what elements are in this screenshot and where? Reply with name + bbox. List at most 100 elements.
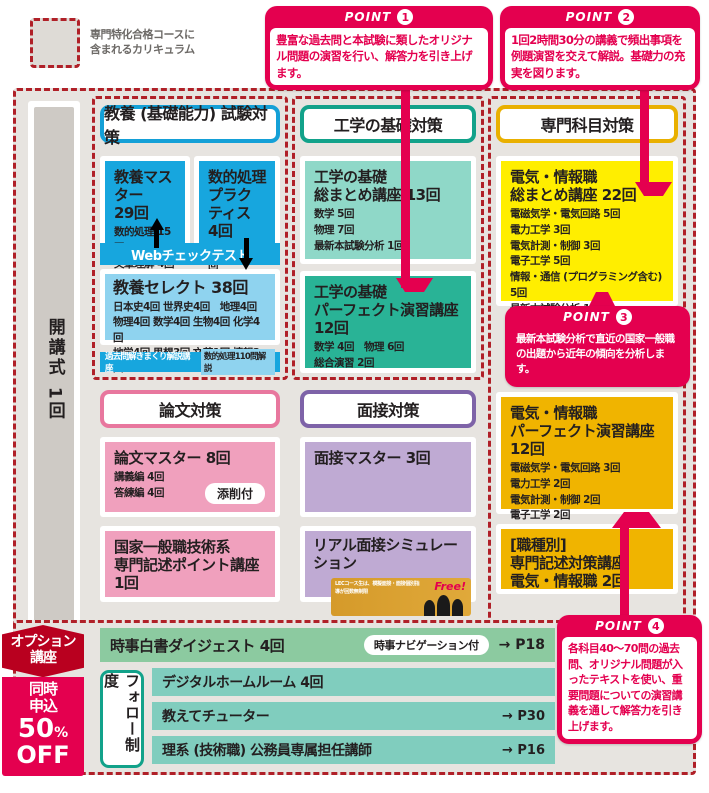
ronbun-card-1-subs: 講義編 4回 答練編 4回 <box>114 471 164 499</box>
senmon-card-1-inner: 電気・情報職 総まとめ講座 22回 電磁気学・電気回路 5回 電力工学 3回 電… <box>501 161 673 315</box>
jiji-digest-bar: 時事白書ダイジェスト 4回 時事ナビゲーション付 → P18 <box>100 628 555 662</box>
kogaku-card-2-title-1: 工学の基礎 <box>314 283 387 301</box>
senmon-card-2[interactable]: 電気・情報職 パーフェクト演習講座 12回 電磁気学・電気回路 3回 電力工学 … <box>496 392 678 553</box>
option-badge-off: OFF <box>16 740 70 769</box>
point-callout-1: POINT 1 豊富な過去問と本試験に類したオリジナル問題の演習を行い、解答力を… <box>265 6 493 90</box>
kogaku-card-1-subs: 数学 5回 物理 7回 最新本試験分析 1回 <box>314 208 404 252</box>
point4-label: POINT <box>595 619 642 633</box>
follow-row-1-bar: デジタルホームルーム 4回 <box>152 668 555 696</box>
legend-line1: 専門特化合格コースに <box>90 28 195 42</box>
point2-arrowhead <box>635 182 672 196</box>
jiji-navigation-pill: 時事ナビゲーション付 <box>363 635 489 655</box>
point2-header: POINT 2 <box>500 6 700 28</box>
senmon-card-3-title-3: 電気・情報職 2回 <box>510 572 627 590</box>
option-badge-line1: 同時 <box>28 680 58 699</box>
kyoyo-practice-inner: 数的処理 プラクティス 4回 数的処理 4回 <box>199 161 275 272</box>
kogaku-card-1[interactable]: 工学の基礎 総まとめ講座 13回 数学 5回 物理 7回 最新本試験分析 1回 <box>300 156 476 264</box>
point2-connector <box>640 78 649 188</box>
point4-connector <box>620 520 629 620</box>
ronbun-card-1[interactable]: 論文マスター 8回 講義編 4回 答練編 4回 添削付 <box>100 437 280 517</box>
legend: 専門特化合格コースに 含まれるカリキュラム <box>30 18 195 68</box>
option-badge-hex-line1: オプション <box>10 634 77 650</box>
point2-number: 2 <box>618 9 635 25</box>
mensetsu-card-2[interactable]: リアル面接シミュレーション LECコース生は、模擬面接・面接個別指導が回数無制限… <box>300 526 476 616</box>
point-callout-4: POINT 4 各科目40～70問の過去問、オリジナル問題が入ったテキストを使い… <box>557 615 702 744</box>
senmon-card-1[interactable]: 電気・情報職 総まとめ講座 22回 電磁気学・電気回路 5回 電力工学 3回 電… <box>496 156 678 315</box>
senmon-heading: 専門科目対策 <box>496 105 678 143</box>
ronbun-card-2[interactable]: 国家一般職技術系 専門記述ポイント講座 1回 <box>100 526 280 602</box>
follow-row-3[interactable]: 理系 (技術職) 公務員専属担任講師 → P16 <box>152 736 555 764</box>
option-badge-hex: オプション 講座 <box>2 625 84 678</box>
kyoyo-master-title-2: 29回 <box>114 204 149 222</box>
follow-row-1-title: デジタルホームルーム 4回 <box>162 675 324 691</box>
point1-body: 豊富な過去問と本試験に類したオリジナル問題の演習を行い、解答力を引き上げます。 <box>270 28 488 85</box>
senmon-card-3-title-1: [職種別] <box>510 536 567 554</box>
follow-row-1[interactable]: デジタルホームルーム 4回 <box>152 668 555 696</box>
follow-row-2-title: 教えてチューター <box>162 709 270 725</box>
kogaku-card-1-inner: 工学の基礎 総まとめ講座 13回 数学 5回 物理 7回 最新本試験分析 1回 <box>305 161 471 259</box>
senmon-card-3-inner: [職種別] 専門記述対策講座 電気・情報職 2回 <box>501 529 673 590</box>
tensaku-badge: 添削付 <box>204 483 265 504</box>
kyoyo-select-card[interactable]: 教養セレクト 38回 日本史4回 世界史4回 地理4回 物理4回 数学4回 生物… <box>100 269 280 374</box>
mensetsu-card-1-inner: 面接マスター 3回 <box>305 442 471 512</box>
follow-row-3-page: → P16 <box>501 742 545 758</box>
senmon-card-2-title-2: パーフェクト演習講座 <box>510 422 655 440</box>
kyoyo-master-inner: 教養マスター 29回 数的処理 15回 文章理解 4回 社会科学 10回 <box>105 161 185 301</box>
legend-text: 専門特化合格コースに 含まれるカリキュラム <box>90 28 195 58</box>
free-banner-label: Free! <box>434 580 466 593</box>
option-discount-badge: オプション 講座 同時 申込 50% OFF <box>2 625 84 777</box>
web-check-test-bar[interactable]: Webチェックテスト <box>100 243 280 265</box>
kyoyo-practice-title-3: 4回 <box>208 222 233 240</box>
follow-row-3-bar: 理系 (技術職) 公務員専属担任講師 → P16 <box>152 736 555 764</box>
kogaku-card-2-inner: 工学の基礎 パーフェクト演習講座 12回 数学 4回 物理 6回 総合演習 2回 <box>305 276 471 369</box>
kogaku-card-2-title-3: 12回 <box>314 319 349 337</box>
follow-row-2[interactable]: 教えてチューター → P30 <box>152 702 555 730</box>
arrow-down-icon <box>239 258 253 270</box>
senmon-card-3[interactable]: [職種別] 専門記述対策講座 電気・情報職 2回 <box>496 524 678 594</box>
people-silhouette-icon <box>424 595 463 616</box>
free-banner-text: LECコース生は、模擬面接・面接個別指導が回数無制限 <box>335 581 420 595</box>
kogaku-card-2[interactable]: 工学の基礎 パーフェクト演習講座 12回 数学 4回 物理 6回 総合演習 2回 <box>300 271 476 373</box>
point1-number: 1 <box>397 9 414 25</box>
option-badge-percent: 50% <box>17 713 69 744</box>
option-badge-body: 同時 申込 50% OFF <box>2 677 84 777</box>
mensetsu-heading: 面接対策 <box>300 390 476 428</box>
kyoyo-master-card[interactable]: 教養マスター 29回 数的処理 15回 文章理解 4回 社会科学 10回 <box>100 156 190 301</box>
kogaku-subframe <box>292 96 484 380</box>
point2-body: 1回2時間30分の講義で頻出事項を例題演習を交えて解説。基礎力の充実を図ります。 <box>505 28 695 85</box>
option-badge-hex-line2: 講座 <box>30 650 57 667</box>
point3-body: 最新本試験分析で直近の国家一般職の出題から近年の傾向を分析します。 <box>510 328 685 381</box>
legend-line2: 含まれるカリキュラム <box>90 43 195 56</box>
kogaku-card-2-title-2: パーフェクト演習講座 <box>314 301 459 319</box>
point1-connector <box>401 78 410 288</box>
kyoyo-practice-title-2: プラクティス <box>208 186 252 222</box>
free-promo-banner: LECコース生は、模擬面接・面接個別指導が回数無制限 Free! <box>331 578 471 616</box>
ronbun-card-1-inner: 論文マスター 8回 講義編 4回 答練編 4回 添削付 <box>105 442 275 512</box>
point4-body: 各科目40～70問の過去問、オリジナル問題が入ったテキストを使い、重要問題につい… <box>562 637 697 739</box>
ronbun-heading: 論文対策 <box>100 390 280 428</box>
point3-header: POINT 3 <box>505 306 690 328</box>
point1-label: POINT <box>344 10 392 24</box>
kyoyo-practice-card[interactable]: 数的処理 プラクティス 4回 数的処理 4回 <box>194 156 280 272</box>
kyoyo-select-inner: 教養セレクト 38回 日本史4回 世界史4回 地理4回 物理4回 数学4回 生物… <box>105 274 275 374</box>
point4-arrowhead <box>612 512 661 528</box>
follow-row-2-page: → P30 <box>501 708 545 724</box>
point1-arrowhead <box>396 278 433 292</box>
ronbun-card-2-inner: 国家一般職技術系 専門記述ポイント講座 1回 <box>105 531 275 597</box>
jiji-digest-row[interactable]: 時事白書ダイジェスト 4回 時事ナビゲーション付 → P18 <box>100 628 555 662</box>
arrow-up-icon <box>150 218 164 230</box>
senmon-card-1-title-1: 電気・情報職 <box>510 168 598 186</box>
follow-system-label: フォロー制度 <box>102 673 141 753</box>
mensetsu-card-1[interactable]: 面接マスター 3回 <box>300 437 476 517</box>
kakomon-bar[interactable]: 過去問解きまくり解説講座 数的処理110問解説 <box>100 349 280 375</box>
kogaku-heading: 工学の基礎対策 <box>300 105 476 143</box>
kakomon-tag: 数的処理110問解説 <box>200 349 275 375</box>
arrow-down-stem <box>244 238 249 260</box>
ronbun-card-2-title-1: 国家一般職技術系 <box>114 538 231 556</box>
ronbun-card-2-title-3: 1回 <box>114 574 139 592</box>
kakomon-label: 過去問解きまくり解説講座 <box>105 352 191 374</box>
point3-label: POINT <box>563 310 610 324</box>
kyoyo-subframe <box>92 96 288 380</box>
follow-system-tab: フォロー制度 <box>100 670 144 768</box>
